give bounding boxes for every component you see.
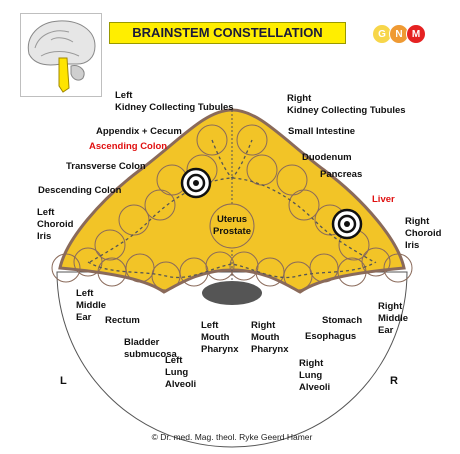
label-left-middle-ear-3: Ear	[76, 312, 92, 323]
badge-m: M	[406, 24, 426, 44]
label-left-choroid-2: Choroid	[37, 219, 74, 230]
label-pancreas: Pancreas	[320, 169, 362, 180]
brain-icon	[27, 20, 96, 93]
label-left-kidney-2: Kidney Collecting Tubules	[115, 102, 234, 113]
label-left-lung-3: Alveoli	[165, 379, 196, 390]
label-transverse-colon: Transverse Colon	[66, 161, 146, 172]
gnm-badges: G N M	[372, 24, 426, 44]
label-right-middle-ear-2: Middle	[378, 313, 408, 324]
label-left-lung-1: Left	[165, 355, 183, 366]
label-liver: Liver	[372, 194, 395, 205]
migration-paths	[87, 139, 377, 279]
side-label-left: L	[60, 375, 67, 387]
label-left-middle-ear-2: Middle	[76, 300, 106, 311]
label-duodenum: Duodenum	[302, 152, 352, 163]
brain-thumbnail	[20, 13, 102, 97]
uterus-circle	[209, 203, 255, 249]
label-right-middle-ear-3: Ear	[378, 325, 394, 336]
label-right-choroid-1: Right	[405, 216, 430, 227]
brainstem-body	[58, 108, 406, 294]
label-right-mouth-1: Right	[251, 320, 276, 331]
ventricle-notch	[202, 281, 262, 305]
label-rectum: Rectum	[105, 315, 140, 326]
label-stomach: Stomach	[322, 315, 362, 326]
label-left-lung-2: Lung	[165, 367, 188, 378]
label-esophagus: Esophagus	[305, 331, 356, 342]
label-right-kidney-1: Right	[287, 93, 312, 104]
center-label-1: Uterus	[217, 214, 247, 225]
label-descending-colon: Descending Colon	[38, 185, 122, 196]
label-right-choroid-3: Iris	[405, 240, 419, 251]
label-ascending-colon: Ascending Colon	[89, 141, 167, 152]
label-left-middle-ear-1: Left	[76, 288, 94, 299]
label-small-intestine: Small Intestine	[288, 126, 355, 137]
label-right-choroid-2: Choroid	[405, 228, 442, 239]
page-title: BRAINSTEM CONSTELLATION	[109, 22, 346, 44]
label-appendix: Appendix + Cecum	[96, 126, 182, 137]
label-left-mouth-1: Left	[201, 320, 219, 331]
lower-half-circle	[56, 271, 408, 448]
label-left-mouth-2: Mouth	[201, 332, 230, 343]
target-marker-left	[180, 167, 212, 199]
label-right-lung-1: Right	[299, 358, 324, 369]
label-right-lung-3: Alveoli	[299, 382, 330, 393]
label-bladder-1: Bladder	[124, 337, 160, 348]
label-right-kidney-2: Kidney Collecting Tubules	[287, 105, 406, 116]
label-left-kidney-1: Left	[115, 90, 133, 101]
label-right-middle-ear-1: Right	[378, 301, 403, 312]
center-label-2: Prostate	[213, 226, 251, 237]
label-right-mouth-3: Pharynx	[251, 344, 289, 355]
badge-g: G	[372, 24, 392, 44]
label-left-mouth-3: Pharynx	[201, 344, 239, 355]
label-bladder-2: submucosa	[124, 349, 178, 360]
label-left-choroid-1: Left	[37, 207, 55, 218]
nuclei-outlines	[51, 124, 413, 291]
label-right-lung-2: Lung	[299, 370, 322, 381]
side-label-right: R	[390, 375, 398, 387]
copyright: © Dr. med. Mag. theol. Ryke Geerd Hamer	[152, 432, 313, 442]
label-left-choroid-3: Iris	[37, 231, 51, 242]
label-right-mouth-2: Mouth	[251, 332, 280, 343]
target-marker-right	[331, 208, 363, 240]
